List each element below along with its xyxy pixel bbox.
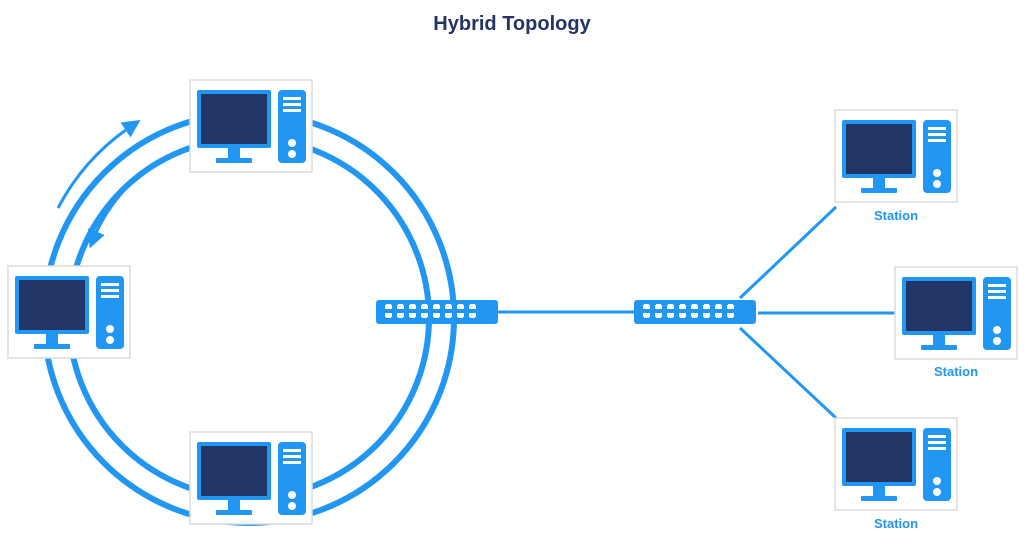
network-switch-icon — [376, 300, 498, 324]
ring-switch[interactable] — [376, 300, 498, 324]
computer-icon — [189, 79, 313, 173]
station-bottom[interactable]: Station — [834, 417, 958, 531]
computer-icon — [834, 417, 958, 511]
diagram-title: Hybrid Topology — [433, 13, 591, 35]
computer-icon — [7, 265, 131, 359]
ring-node-bottom[interactable] — [189, 431, 313, 525]
station-label: Station — [874, 208, 918, 223]
station-middle[interactable]: Station — [894, 266, 1018, 379]
computer-icon — [834, 109, 958, 203]
clockwise-arrow — [56, 120, 141, 209]
link-star-switch-to-station-top — [738, 205, 838, 300]
station-label: Station — [874, 516, 918, 531]
computer-icon — [894, 266, 1018, 360]
link-star-switch-to-station-bottom — [738, 326, 838, 420]
computer-icon — [189, 431, 313, 525]
star-switch[interactable] — [634, 300, 756, 324]
ring-node-left[interactable] — [7, 265, 131, 359]
counterclockwise-arrow — [88, 160, 159, 249]
network-switch-icon — [634, 300, 756, 324]
station-label: Station — [934, 364, 978, 379]
station-top[interactable]: Station — [834, 109, 958, 223]
ring-node-top[interactable] — [189, 79, 313, 173]
